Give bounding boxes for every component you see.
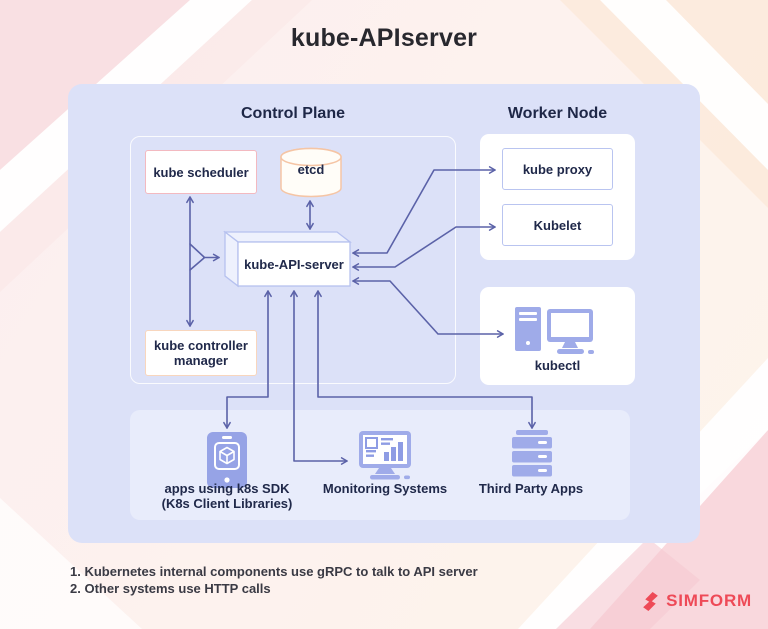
kubelet-label: Kubelet (533, 217, 582, 233)
kube-controller-manager-label: kube controller manager (154, 338, 248, 368)
simform-logo-icon (643, 591, 658, 611)
note-http: 2. Other systems use HTTP calls (70, 581, 271, 596)
kube-scheduler-node: kube scheduler (145, 150, 257, 194)
arrow-api-monitoring (290, 290, 348, 465)
arrow-branch-upper (189, 243, 205, 258)
brand-logo: SIMFORM (622, 588, 752, 614)
sdk-apps-label-line1: apps using k8s SDK (164, 481, 290, 496)
worker-node-title: Worker Node (507, 105, 608, 122)
kube-api-server-label: kube-API-server (244, 256, 344, 272)
kube-scheduler-label: kube scheduler (153, 164, 249, 180)
note-grpc: 1. Kubernetes internal components use gR… (70, 564, 478, 579)
arrow-api-sdk-apps (223, 290, 272, 429)
third-party-apps-label: Third Party Apps (478, 481, 584, 496)
desktop-computer-icon (515, 307, 594, 354)
arrow-api-kubectl (352, 277, 504, 338)
kube-controller-manager-node: kube controller manager (145, 330, 257, 376)
kube-proxy-node: kube proxy (502, 148, 613, 190)
kubelet-node: Kubelet (502, 204, 613, 246)
brand-name: SIMFORM (666, 591, 752, 610)
arrow-branch-lower (189, 257, 205, 271)
control-plane-title: Control Plane (240, 105, 345, 122)
database-cylinder-icon (280, 147, 342, 198)
kube-proxy-label: kube proxy (522, 161, 593, 177)
arrow-api-third-party (314, 290, 536, 429)
kubectl-label: kubectl (534, 358, 581, 373)
page-title: kube-APIserver (290, 24, 478, 52)
monitor-dashboard-icon (359, 431, 411, 480)
arrow-api-kubelet (352, 223, 496, 271)
sdk-apps-label: apps using k8s SDK (K8s Client Libraries… (142, 481, 312, 511)
smartphone-cube-icon (207, 432, 247, 488)
api-server-3d-box (223, 230, 352, 288)
footer-notes: 1. Kubernetes internal components use gR… (70, 563, 630, 597)
monitoring-systems-label: Monitoring Systems (322, 481, 448, 496)
server-stack-icon (512, 430, 552, 477)
arrow-api-kube-proxy (352, 166, 496, 257)
sdk-apps-label-line2: (K8s Client Libraries) (161, 496, 293, 511)
etcd-label: etcd (297, 162, 325, 177)
